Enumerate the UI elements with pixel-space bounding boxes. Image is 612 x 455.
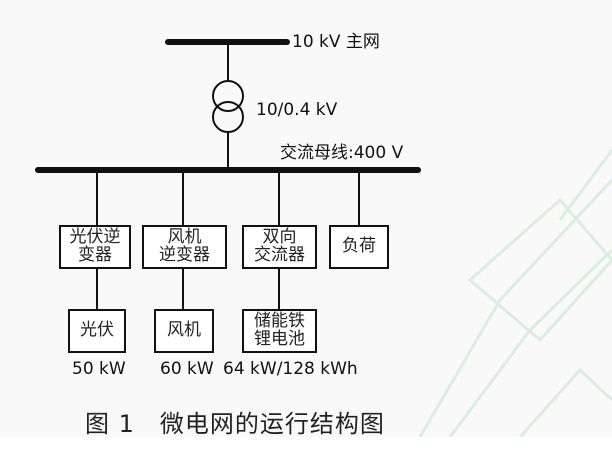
load-label: 负荷 [342,236,376,257]
battery-rating: 64 kW/128 kWh [223,359,358,379]
wind-rating: 60 kW [160,359,214,379]
wind-inverter-line1: 风机 [167,227,202,248]
pv-rating: 50 kW [72,359,126,379]
transformer-primary-coil [212,80,244,112]
diagram-canvas: 10 kV 主网 10/0.4 kV 交流母线:400 V 光伏逆变器 风机逆变… [35,32,612,438]
battery-line2: 锂电池 [254,329,305,349]
pv-inverter-box: 光伏逆变器 [59,225,131,269]
main-grid-label: 10 kV 主网 [292,32,380,52]
bidirectional-converter-box: 双向交流器 [242,225,317,269]
pv-box: 光伏 [68,309,126,353]
pv-label: 光伏 [80,320,114,341]
wind-inverter-line2: 逆变器 [159,245,210,265]
battery-box: 储能铁锂电池 [242,309,317,353]
battery-line1: 储能铁 [254,311,305,332]
bidirectional-converter-line2: 交流器 [254,245,305,265]
wind-turbine-box: 风机 [154,309,214,353]
bidirectional-converter-line1: 双向 [262,227,297,248]
background-pattern [418,149,612,437]
wind-inverter-box: 风机逆变器 [142,225,227,269]
ac-bus-label: 交流母线:400 V [280,143,404,163]
figure-caption: 图 1 微电网的运行结构图 [85,410,385,438]
load-box: 负荷 [329,225,389,269]
pv-inverter-line2: 变器 [78,245,112,265]
transformer-secondary-coil [212,101,244,133]
pv-inverter-line1: 光伏逆 [69,227,121,248]
diagram-lines [35,39,612,437]
wind-turbine-label: 风机 [167,320,201,341]
transformer-label: 10/0.4 kV [256,100,338,120]
